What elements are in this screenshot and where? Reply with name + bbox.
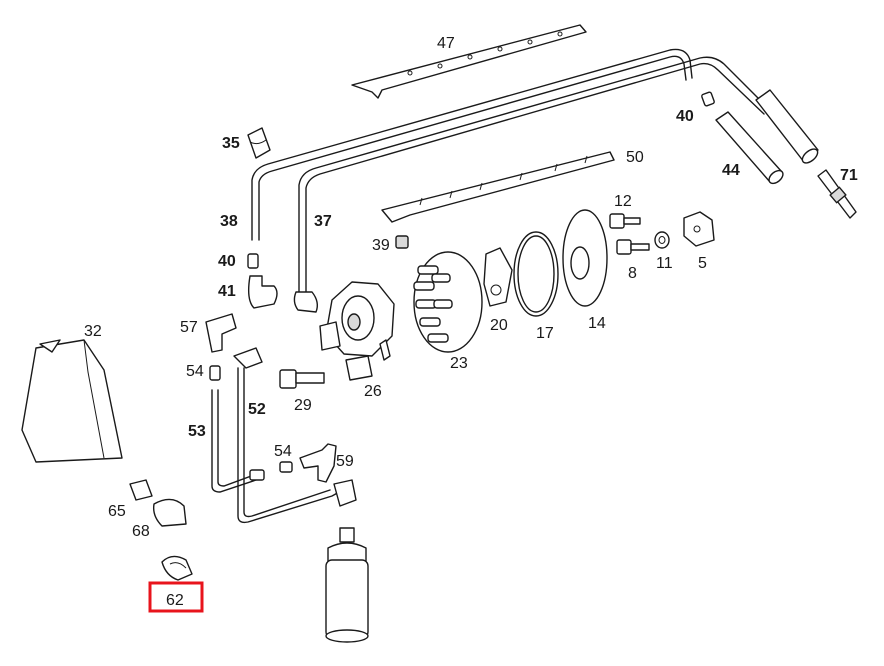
part-54-terminal-upper[interactable] (209, 365, 221, 381)
part-8-screw[interactable] (616, 239, 650, 255)
part-20-rotor[interactable] (483, 247, 513, 307)
callout-26: 26 (364, 383, 382, 400)
callout-17: 17 (536, 325, 554, 342)
callout-5: 5 (698, 255, 707, 272)
callout-40-top: 40 (676, 108, 694, 125)
callout-20: 20 (490, 317, 508, 334)
part-57-plug-boot[interactable] (205, 313, 237, 353)
part-71-spark-plug[interactable] (817, 169, 857, 219)
callout-65: 65 (108, 503, 126, 520)
callout-23: 23 (450, 355, 468, 372)
part-40-terminal[interactable] (247, 253, 259, 269)
callout-35: 35 (222, 135, 240, 152)
part-44-plug-connector[interactable] (715, 89, 820, 186)
callout-41: 41 (218, 283, 236, 300)
callout-59: 59 (336, 453, 354, 470)
callout-52: 52 (248, 401, 266, 418)
part-14-disc[interactable] (562, 209, 608, 307)
part-65-clip[interactable] (129, 479, 153, 501)
part-5-bracket[interactable] (683, 211, 715, 247)
callout-54-lower: 54 (274, 443, 292, 460)
callout-32: 32 (84, 323, 102, 340)
highlight-box (148, 581, 204, 613)
callout-57: 57 (180, 319, 198, 336)
part-23-distributor-cap[interactable] (413, 251, 483, 353)
callout-62[interactable]: 62 (166, 592, 184, 609)
callout-54-upper: 54 (186, 363, 204, 380)
part-26-distributor-housing[interactable] (319, 281, 395, 381)
part-50-cable-bracket[interactable] (381, 151, 615, 223)
part-29-bolt[interactable] (279, 369, 325, 389)
part-17-seal-ring[interactable] (513, 231, 559, 317)
part-52-lead[interactable] (233, 347, 357, 524)
callout-71: 71 (840, 167, 858, 184)
part-54-terminal-lower[interactable] (249, 461, 293, 481)
callout-38: 38 (220, 213, 238, 230)
part-47-cable-bracket[interactable] (351, 24, 587, 99)
callout-11: 11 (656, 255, 673, 272)
part-11-washer[interactable] (654, 231, 670, 249)
part-59-plug-boot[interactable] (299, 443, 337, 483)
callout-29: 29 (294, 397, 312, 414)
callout-37: 37 (314, 213, 332, 230)
callout-68: 68 (132, 523, 150, 540)
part-68-clip[interactable] (152, 498, 187, 527)
callout-14: 14 (588, 315, 606, 332)
callout-47: 47 (437, 35, 455, 52)
callout-50: 50 (626, 149, 644, 166)
callout-39: 39 (372, 237, 390, 254)
part-37-plug-boot[interactable] (293, 291, 319, 313)
callout-8: 8 (628, 265, 637, 282)
part-39-nut[interactable] (395, 235, 409, 249)
part-35-clip[interactable] (247, 127, 271, 159)
callout-12: 12 (614, 193, 632, 210)
part-12-screw[interactable] (609, 213, 641, 229)
ignition-coil[interactable] (325, 527, 369, 643)
part-62-clip[interactable] (161, 555, 193, 581)
callout-53: 53 (188, 423, 206, 440)
part-32-cover[interactable] (21, 339, 123, 463)
part-40-connector-top[interactable] (701, 91, 715, 107)
callout-44: 44 (722, 162, 740, 179)
part-41-plug-boot[interactable] (247, 275, 278, 309)
callout-40-left: 40 (218, 253, 236, 270)
ignition-leads[interactable] (251, 48, 771, 293)
part-53-lead[interactable] (211, 389, 263, 493)
